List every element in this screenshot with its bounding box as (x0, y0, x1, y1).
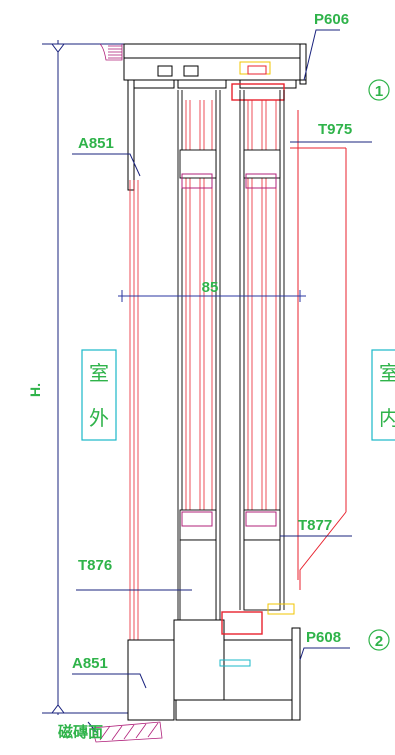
inside-char-1: 室 (379, 361, 395, 385)
sash-1-frame (177, 90, 221, 650)
sill-frame-profile (127, 619, 301, 721)
label-t876: T876 (78, 557, 112, 574)
sash-2-top-glazing (245, 173, 277, 189)
sash-1-bottom-glazing (181, 511, 213, 527)
interior-trim (290, 110, 347, 590)
label-t975: T975 (318, 121, 352, 138)
outside-char-1: 室 (89, 361, 109, 385)
width-dimension-label: 85 (202, 279, 219, 296)
label-t877: T877 (298, 517, 332, 534)
sash-1-top-glazing (181, 173, 213, 189)
label-p606: P606 (314, 11, 349, 28)
sill-accent-yellow (267, 603, 295, 615)
leader-lines (72, 29, 372, 735)
label-a851-bottom: A851 (72, 655, 108, 672)
callout-number-1: 1 (375, 83, 383, 100)
wall-hatch-top (99, 43, 123, 61)
callout-number-2: 2 (375, 633, 383, 650)
inside-box (371, 349, 395, 441)
head-accent-pink (247, 65, 267, 75)
height-dimension (42, 40, 128, 715)
height-label: H. (27, 383, 43, 397)
outside-char-2: 外 (89, 406, 109, 430)
label-tile-face: 磁磚面 (58, 723, 103, 741)
sill-accent-cyan (219, 659, 251, 667)
width-dimension (118, 290, 306, 302)
wall-hatch-bottom (91, 721, 163, 743)
outside-box (81, 349, 117, 441)
label-a851-top: A851 (78, 135, 114, 152)
sash-2-frame (239, 90, 285, 611)
callout-circle-2 (368, 629, 390, 651)
sill-accent-red (221, 611, 263, 635)
outer-glass (129, 180, 139, 640)
callout-circle-1 (368, 79, 390, 101)
sash-2-bottom-glazing (245, 511, 277, 527)
label-p608: P608 (306, 629, 341, 646)
inside-char-2: 内 (379, 406, 395, 430)
